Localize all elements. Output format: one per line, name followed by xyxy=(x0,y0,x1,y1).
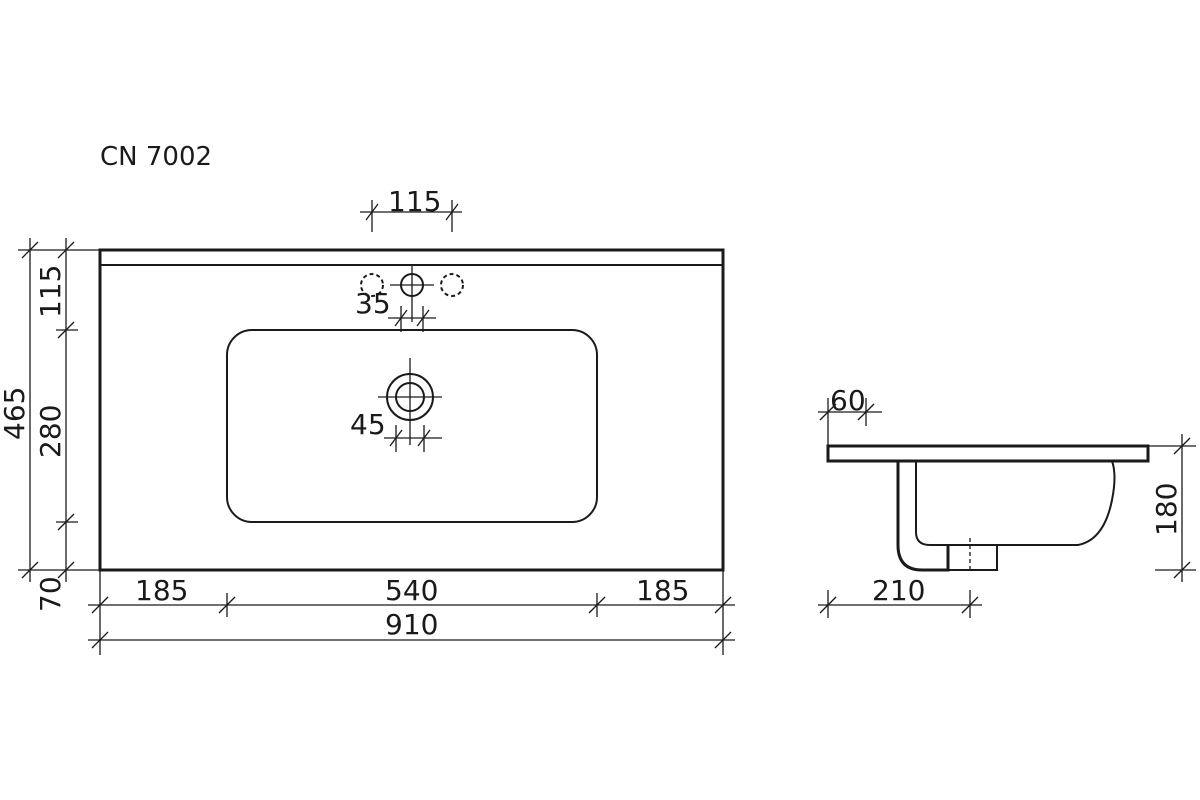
side-bowl-inner-profile xyxy=(915,460,1116,546)
dim-bowl-width-label: 540 xyxy=(385,574,438,607)
dim-tap-hole-label: 35 xyxy=(355,287,391,320)
top-view: 115 35 45 xyxy=(0,185,735,655)
dim-tap-spacing: 115 xyxy=(360,185,462,232)
dim-horizontal-chain: 185 540 185 910 xyxy=(88,570,735,655)
dim-total-width-label: 910 xyxy=(385,608,438,641)
dim-bowl-projection-label: 210 xyxy=(872,574,925,607)
dim-drain-label: 45 xyxy=(350,408,386,441)
side-drain-stub xyxy=(947,544,998,571)
dim-tap-spacing-label: 115 xyxy=(388,185,441,218)
dim-height: 180 xyxy=(1148,434,1196,582)
side-view: 60 180 210 xyxy=(818,384,1196,618)
dim-right-margin-label: 185 xyxy=(636,574,689,607)
dim-front-overhang: 60 xyxy=(818,384,882,446)
bowl-outline xyxy=(226,329,598,523)
side-countertop xyxy=(826,444,1150,463)
dim-back-rail-label: 115 xyxy=(34,265,67,318)
dim-drain: 45 xyxy=(350,408,442,452)
dim-height-label: 180 xyxy=(1150,483,1183,536)
countertop-outline xyxy=(98,248,725,572)
dim-bowl-projection: 210 xyxy=(818,574,982,618)
dim-front-overhang-label: 60 xyxy=(830,384,866,417)
model-title: CN 7002 xyxy=(100,142,212,172)
dim-front-rail-label: 70 xyxy=(34,576,67,612)
side-bowl-outer-wall xyxy=(896,461,950,572)
dim-bowl-depth-label: 280 xyxy=(34,405,67,458)
tap-hole-left-dashed xyxy=(360,273,384,297)
dim-vertical-chain: 465 115 280 70 xyxy=(0,238,100,612)
tap-hole-right-dashed xyxy=(440,273,464,297)
dim-total-depth-label: 465 xyxy=(0,387,31,440)
dim-tap-hole: 35 xyxy=(355,287,436,332)
dim-left-margin-label: 185 xyxy=(135,574,188,607)
